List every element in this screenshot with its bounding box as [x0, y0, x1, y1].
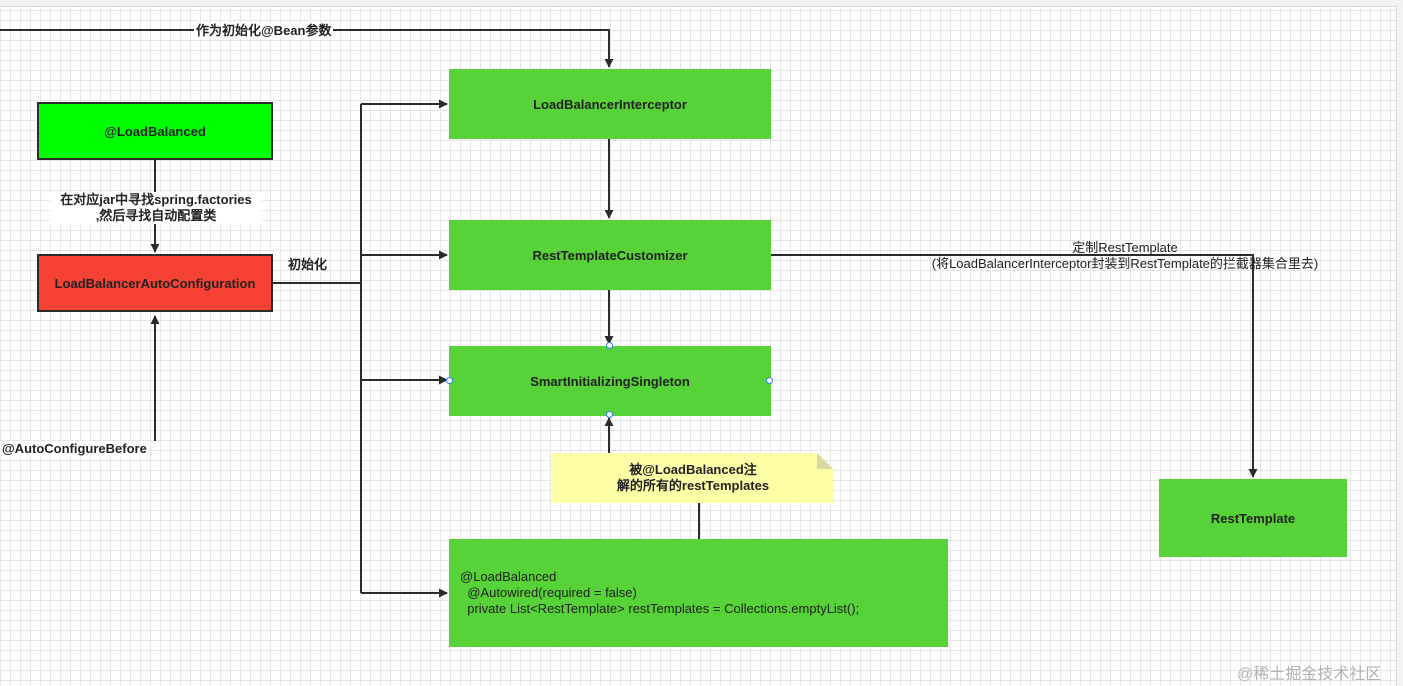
node-code-snippet[interactable]: @LoadBalanced @Autowired(required = fals…	[449, 539, 948, 647]
edge-label-customize-line1: 定制RestTemplate	[1072, 240, 1178, 255]
node-auto-configuration-label: LoadBalancerAutoConfiguration	[54, 275, 256, 291]
code-line-3: private List<RestTemplate> restTemplates…	[460, 601, 860, 616]
annotation-note-text: 被@LoadBalanced注 解的所有的restTemplates	[598, 462, 788, 494]
edge-label-find-factories: 在对应jar中寻找spring.factories ,然后寻找自动配置类	[50, 192, 262, 224]
selection-handle-top[interactable]	[606, 342, 613, 349]
edge-label-customize-line2: (将LoadBalancerInterceptor封装到RestTemplate…	[931, 256, 1319, 271]
code-line-1: @LoadBalanced	[460, 569, 557, 584]
node-rest-template[interactable]: RestTemplate	[1159, 479, 1347, 557]
edge-label-customize: 定制RestTemplate (将LoadBalancerInterceptor…	[910, 240, 1340, 272]
edge-label-initialize: 初始化	[288, 257, 328, 272]
selection-handle-right[interactable]	[766, 377, 773, 384]
node-interceptor-label: LoadBalancerInterceptor	[533, 96, 687, 112]
node-auto-configuration[interactable]: LoadBalancerAutoConfiguration	[37, 254, 273, 312]
node-smart-singleton[interactable]: SmartInitializingSingleton	[449, 346, 771, 416]
node-customizer[interactable]: RestTemplateCustomizer	[449, 220, 771, 290]
canvas-top-ruler	[0, 0, 1403, 7]
node-load-balanced[interactable]: @LoadBalanced	[37, 102, 273, 160]
code-snippet-lines: @LoadBalanced @Autowired(required = fals…	[460, 569, 859, 617]
node-rest-template-label: RestTemplate	[1210, 510, 1296, 526]
canvas-scrollbar[interactable]	[1396, 6, 1403, 686]
code-line-2: @Autowired(required = false)	[460, 585, 637, 600]
node-customizer-label: RestTemplateCustomizer	[532, 247, 688, 263]
node-interceptor[interactable]: LoadBalancerInterceptor	[449, 69, 771, 139]
node-smart-singleton-label: SmartInitializingSingleton	[530, 373, 690, 389]
edge-label-auto-configure-before: @AutoConfigureBefore	[0, 441, 149, 457]
selection-handle-bottom[interactable]	[606, 411, 613, 418]
annotation-note-line2: 解的所有的restTemplates	[616, 478, 770, 493]
edge-label-find-factories-line2: ,然后寻找自动配置类	[50, 208, 262, 224]
edge-customizer-to-resttemplate[interactable]	[771, 254, 1258, 478]
edge-label-bean-param: 作为初始化@Bean参数	[194, 23, 334, 39]
annotation-note-line1: 被@LoadBalanced注	[629, 462, 757, 477]
selection-handle-left[interactable]	[446, 377, 453, 384]
annotation-note[interactable]	[551, 453, 833, 503]
watermark: @稀土掘金技术社区	[1237, 666, 1382, 683]
node-load-balanced-label: @LoadBalanced	[104, 123, 206, 139]
edge-label-find-factories-line1: 在对应jar中寻找spring.factories	[50, 192, 262, 208]
